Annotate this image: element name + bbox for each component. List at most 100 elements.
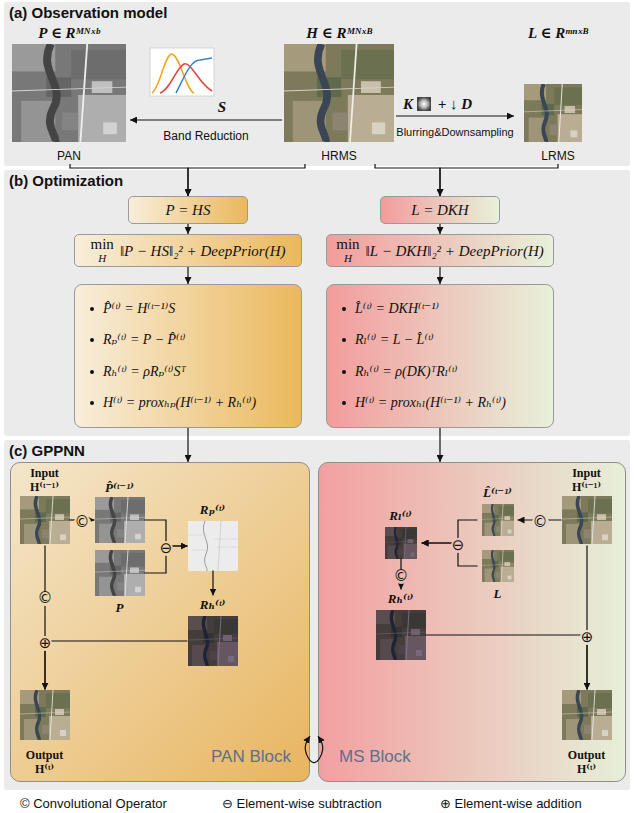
legend-text: ⊕ Element-wise addition: [440, 796, 582, 812]
legend-item: © Convolutional Operator: [20, 794, 167, 812]
update-step: L̂⁽ᵗ⁾ = DKH⁽ᵗ⁻¹⁾: [339, 300, 439, 318]
panel-title: (b) Optimization: [9, 172, 123, 190]
operator: min: [336, 237, 359, 252]
pan-image: [95, 550, 145, 596]
spectral-chart: [150, 48, 214, 96]
tensor-label: L: [494, 585, 502, 602]
connector-arrow: [586, 546, 587, 690]
operator-symbol: ⊕: [580, 630, 595, 645]
edge-label-holder: ©: [393, 567, 410, 585]
tensor-label: Rₕ⁽ᵗ⁾: [200, 596, 226, 613]
operator-symbol: ⊕: [38, 636, 53, 651]
operator-subscript: H: [98, 252, 106, 264]
panel-title: (a) Observation model: [9, 4, 167, 22]
connector-arrow: [212, 571, 213, 596]
edge-label-holder: Band Reduction: [163, 126, 248, 144]
operator: min: [91, 237, 114, 252]
edge-label-holder: ©: [532, 513, 549, 531]
tensor-label: P: [116, 599, 124, 616]
connector-arrow: [187, 224, 188, 234]
min-operator: minH: [336, 237, 359, 264]
label-holder: S: [218, 98, 226, 116]
connector-arrow: [396, 115, 514, 116]
edge-label-holder: ⊕: [38, 634, 53, 652]
connector-arrow: [439, 224, 440, 234]
output-image: [20, 690, 70, 740]
legend-text: ⊖ Element-wise subtraction: [222, 796, 382, 812]
input-image: [562, 496, 612, 544]
residual-image: [188, 521, 238, 571]
io-label: Output H⁽ᵗ⁾: [568, 748, 605, 776]
lrms-estimate-image: [482, 504, 514, 536]
residual-image: [376, 610, 426, 660]
edge-label-holder: ⊖: [451, 536, 466, 554]
connector-arrow: [187, 267, 188, 284]
operator-symbol: ©: [37, 591, 54, 606]
panel-title: (c) GPPNN: [9, 442, 85, 460]
image-caption: LRMS: [541, 149, 574, 164]
equation: ‖L − DKH‖₂² + DeepPrior(H): [366, 242, 544, 260]
io-label: Input H⁽ᵗ⁻¹⁾: [572, 466, 601, 494]
pan-image: [12, 44, 126, 142]
block-name: PAN Block: [211, 747, 291, 767]
equation-box: L = DKH: [380, 196, 500, 224]
blur-kernel-icon: [417, 97, 431, 111]
connector-arrow: [439, 267, 440, 284]
tensor-label: Rₕ⁽ᵗ⁾: [388, 590, 414, 607]
step-list-box: L̂⁽ᵗ⁾ = DKH⁽ᵗ⁻¹⁾Rₗ⁽ᵗ⁾ = L − L̂⁽ᵗ⁾Rₕ⁽ᵗ⁾ =…: [326, 284, 554, 428]
legend-text: © Convolutional Operator: [20, 796, 167, 812]
image-caption: PAN: [57, 149, 81, 164]
tensor-label: Rₗ⁽ᵗ⁾: [389, 507, 412, 524]
residual-image: [385, 527, 417, 559]
equation: P = HS: [166, 201, 211, 219]
operator-subscript: H: [344, 252, 352, 264]
update-step: Rₗ⁽ᵗ⁾ = L − L̂⁽ᵗ⁾: [339, 331, 434, 349]
edge-label-holder: ©: [74, 513, 91, 531]
min-operator: minH: [91, 237, 114, 264]
equation: ‖P − HS‖₂² + DeepPrior(H): [120, 242, 286, 260]
pan-estimate-image: [95, 497, 145, 543]
operator-symbol: ©: [532, 515, 549, 530]
objective-box: minH ‖P − HS‖₂² + DeepPrior(H): [74, 234, 302, 267]
update-step: H⁽ᵗ⁾ = proxₕₚ(H⁽ᵗ⁻¹⁾ + Rₕ⁽ᵗ⁾): [87, 394, 256, 412]
step-list-box: P̂⁽ᵗ⁾ = H⁽ᵗ⁻¹⁾SRₚ⁽ᵗ⁾ = P − P̂⁽ᵗ⁾Rₕ⁽ᵗ⁾ = …: [74, 284, 302, 428]
connector-arrow: [439, 428, 440, 462]
residual-image: [188, 616, 238, 666]
lrms-image: [482, 550, 514, 582]
operator-symbol: + ↓ D: [438, 95, 472, 113]
update-step: Rₚ⁽ᵗ⁾ = P − P̂⁽ᵗ⁾: [87, 331, 185, 349]
spectral-curve: [160, 64, 212, 93]
operator-symbol: S: [218, 98, 226, 116]
equation: L = DKH: [411, 201, 468, 219]
edge-label-holder: ⊕: [580, 628, 595, 646]
input-image: [20, 496, 70, 544]
block-name: MS Block: [339, 747, 411, 767]
operator-symbol: ©: [74, 515, 91, 530]
tensor-label: L̂⁽ᵗ⁻¹⁾: [483, 484, 512, 501]
connector-arrow: [130, 119, 282, 120]
objective-box: minH ‖L − DKH‖₂² + DeepPrior(H): [326, 234, 554, 267]
math-label: P ∈ Rᴹᴺˣᵇ: [38, 24, 99, 42]
hrms-image: [284, 44, 394, 142]
operator-symbol: K: [403, 95, 413, 113]
tensor-label: Rₚ⁽ᵗ⁾: [200, 501, 225, 518]
connector-arrow: [44, 546, 45, 690]
edge-label: Band Reduction: [163, 129, 248, 143]
io-label: Output H⁽ᵗ⁾: [26, 748, 63, 776]
spectral-curve: [176, 58, 212, 93]
equation-box: P = HS: [128, 196, 248, 224]
label-holder: K: [403, 95, 413, 113]
edge-label: Blurring&Downsampling: [396, 126, 513, 139]
panel-region: (b) OptimizationP = HSL = DKHminH‖P − HS…: [4, 170, 630, 436]
legend-item: ⊖ Element-wise subtraction: [222, 794, 382, 812]
connector-arrow: [187, 428, 188, 462]
edge-label-holder: ©: [37, 589, 54, 607]
spectral-curve: [152, 54, 194, 93]
image-caption: HRMS: [321, 149, 356, 164]
operator-symbol: ⊖: [451, 538, 466, 553]
update-step: P̂⁽ᵗ⁾ = H⁽ᵗ⁻¹⁾S: [87, 300, 175, 318]
math-label: H ∈ Rᴹᴺˣᴮ: [306, 24, 372, 42]
panel-region: (c) GPPNNPAN BlockInput H⁽ᵗ⁻¹⁾P̂⁽ᵗ⁻¹⁾PRₚ…: [4, 440, 630, 790]
